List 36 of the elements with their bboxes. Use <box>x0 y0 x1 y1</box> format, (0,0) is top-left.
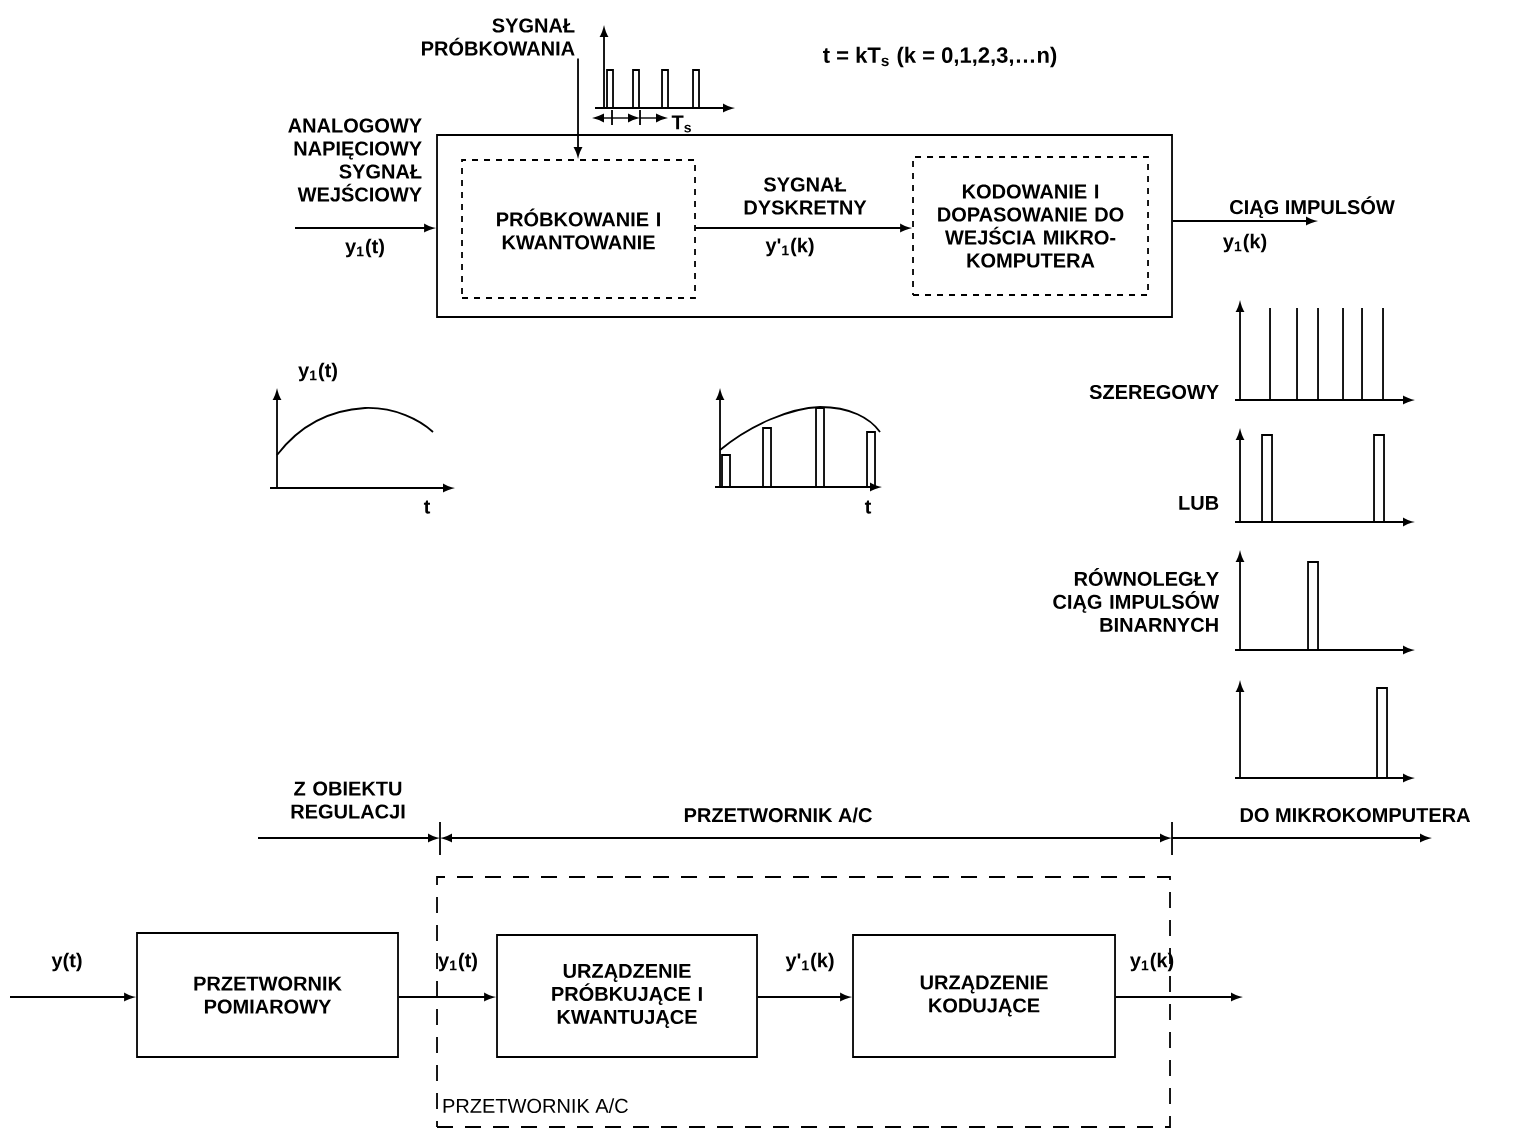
arrow <box>695 224 910 232</box>
direction-label: Z OBIEKTU REGULACJI <box>291 781 405 819</box>
arrow <box>1115 993 1241 1001</box>
arrow <box>1172 217 1316 225</box>
dimension-label: PRZETWORNIK A/C <box>684 807 872 823</box>
plot-label: RÓWNOLEGŁY CIĄG IMPULSÓW BINARNYCH <box>1053 568 1220 632</box>
arrow <box>574 57 582 157</box>
signal-label: SYGNAŁ DYSKRETNY <box>744 177 867 215</box>
edge-label: y'$_{1}$(k) <box>765 237 814 257</box>
axis-label: y$_{1}$(t) <box>298 362 337 382</box>
direction-label: DO MIKROKOMPUTERA <box>1240 807 1471 823</box>
process-box <box>436 134 1173 318</box>
dashed-process-box: KODOWANIE I DOPASOWANIE DO WEJŚCIA MIKRO- KOMPUTERA <box>912 156 1149 296</box>
dimension-label: T$_{s}$ <box>671 115 691 133</box>
signal-label: ANALOGOWY NAPIĘCIOWY SYGNAŁ WEJŚCIOWY <box>288 118 422 202</box>
edge-label: y'$_{1}$(k) <box>785 952 834 972</box>
arrow <box>294 224 434 232</box>
formula-label: t = kT$_{s}$ (k = 0,1,2,3,…n) <box>823 46 1057 68</box>
process-box: URZĄDZENIE PRÓBKUJĄCE I KWANTUJĄCE <box>496 934 758 1058</box>
edge-label: y$_{1}$(k) <box>1130 952 1174 972</box>
edge-label: y$_{1}$(t) <box>345 238 384 258</box>
arrow <box>398 993 494 1001</box>
dashed-process-box: PRÓBKOWANIE I KWANTOWANIE <box>461 159 696 299</box>
plot-label: SZEREGOWY <box>1089 384 1219 400</box>
arrow <box>757 993 850 1001</box>
edge-label: y$_{1}$(t) <box>438 952 477 972</box>
axis-label: t <box>423 500 431 514</box>
axis-label: t <box>864 500 872 514</box>
arrow <box>9 993 134 1001</box>
signal-label: SYGNAŁ PRÓBKOWANIA <box>422 18 575 56</box>
process-box: URZĄDZENIE KODUJĄCE <box>852 934 1116 1058</box>
signal-label: CIĄG IMPULSÓW <box>1230 196 1395 219</box>
edge-label: y$_{1}$(k) <box>1223 233 1267 253</box>
plot-label: LUB <box>1179 496 1219 510</box>
process-box: PRZETWORNIK POMIAROWY <box>136 932 399 1058</box>
edge-label: y(t) <box>51 952 82 972</box>
